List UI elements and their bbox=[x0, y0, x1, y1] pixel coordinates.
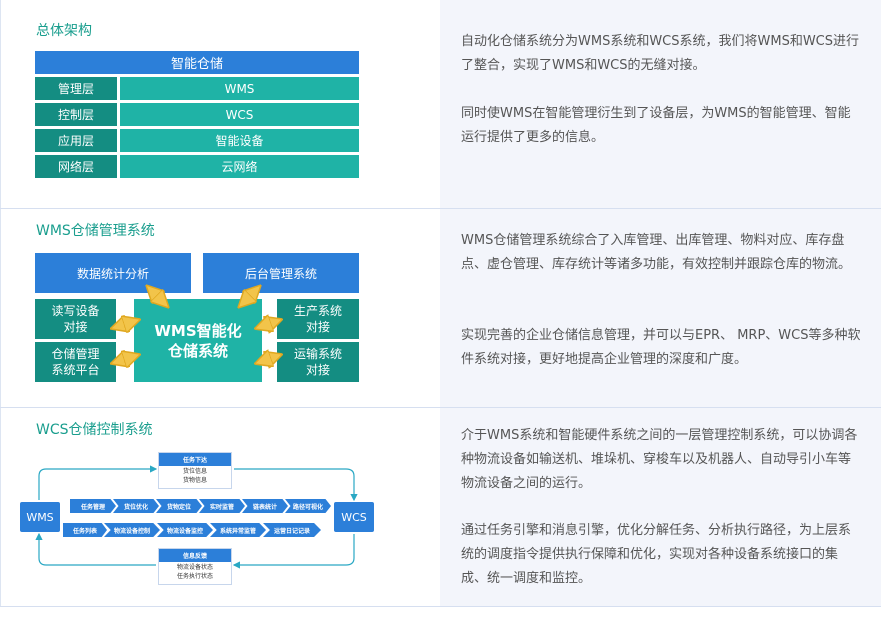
layer-value: 智能设备 bbox=[120, 129, 359, 152]
flow-line bbox=[38, 465, 158, 500]
card-line: 货物信息 bbox=[182, 477, 207, 484]
wms-node: WMS bbox=[20, 502, 60, 532]
card-header: 任务下达 bbox=[159, 453, 231, 466]
top-layer-box: 智能仓储 bbox=[35, 51, 359, 74]
arrow bbox=[257, 355, 280, 363]
flow-line bbox=[232, 534, 355, 569]
section-wcs-text: 介于WMS系统和智能硬件系统之间的一层管理控制系统，可以协调各种物流设备如输送机… bbox=[440, 408, 881, 606]
section-wms: WMS仓储管理系统 数据统计分析 后台管理系统 读写设备 对接 仓储管理 系统平… bbox=[0, 209, 881, 407]
paragraph: 通过任务引擎和消息引擎，优化分解任务、分析执行路径，为上层系统的调度指令提供执行… bbox=[461, 523, 852, 586]
arrow bbox=[148, 287, 167, 306]
paragraph: 同时使WMS在智能管理衍生到了设备层，为WMS的智能管理、智能运行提供了更多的信… bbox=[461, 106, 851, 145]
layer-value: 云网络 bbox=[120, 155, 359, 178]
process-step: 货物定位 bbox=[156, 499, 202, 513]
data-stats-box: 数据统计分析 bbox=[35, 253, 191, 293]
layer-label: 网络层 bbox=[35, 155, 117, 178]
section-wms-text: WMS仓储管理系统综合了入库管理、出库管理、物料对应、库存盘点、虚仓管理、库存统… bbox=[440, 209, 881, 407]
layer-value: WCS bbox=[120, 103, 359, 126]
arrow bbox=[240, 287, 259, 306]
card-line: 货位信息 bbox=[182, 468, 207, 475]
section-wms-diagram: WMS仓储管理系统 数据统计分析 后台管理系统 读写设备 对接 仓储管理 系统平… bbox=[0, 209, 440, 407]
process-step: 链表统计 bbox=[242, 499, 288, 513]
paragraph: WMS仓储管理系统综合了入库管理、出库管理、物料对应、库存盘点、虚仓管理、库存统… bbox=[461, 233, 852, 272]
wcs-node: WCS bbox=[334, 502, 374, 532]
backend-admin-box: 后台管理系统 bbox=[203, 253, 359, 293]
section-wcs: WCS仓储控制系统 WMS WCS 任务下达 货位信息 货物信息 信息反馈 物流 bbox=[0, 408, 881, 606]
section-wcs-diagram: WCS仓储控制系统 WMS WCS 任务下达 货位信息 货物信息 信息反馈 物流 bbox=[0, 408, 440, 606]
process-step: 货位优化 bbox=[113, 499, 159, 513]
paragraph: 实现完善的企业仓储信息管理，并可以与EPR、 MRP、WCS等多种软件系统对接，… bbox=[461, 328, 861, 367]
layer-label: 管理层 bbox=[35, 77, 117, 100]
layer-label: 应用层 bbox=[35, 129, 117, 152]
task-dispatch-card: 任务下达 货位信息 货物信息 bbox=[158, 452, 232, 489]
feedback-card: 信息反馈 物流设备状态 任务执行状态 bbox=[158, 548, 232, 585]
flow-line bbox=[234, 468, 358, 502]
section-architecture-text: 自动化仓储系统分为WMS系统和WCS系统，我们将WMS和WCS进行了整合，实现了… bbox=[440, 0, 881, 208]
process-step: 路径可视化 bbox=[285, 499, 331, 513]
divider bbox=[0, 606, 881, 607]
section-title: 总体架构 bbox=[36, 23, 92, 39]
arrow bbox=[257, 320, 280, 328]
divider bbox=[0, 208, 881, 209]
layer-label: 控制层 bbox=[35, 103, 117, 126]
section-architecture: 总体架构 智能仓储 管理层 WMS 控制层 WCS 应用层 智能设备 网络层 云… bbox=[0, 0, 881, 208]
card-line: 物流设备状态 bbox=[176, 564, 213, 571]
connector-arrows bbox=[1, 209, 441, 407]
production-system-box: 生产系统 对接 bbox=[277, 299, 359, 339]
arrow bbox=[113, 355, 138, 363]
section-title: WMS仓储管理系统 bbox=[36, 223, 155, 239]
wms-platform-box: 仓储管理 系统平台 bbox=[35, 342, 116, 382]
process-step: 任务管理 bbox=[70, 499, 116, 513]
card-header: 信息反馈 bbox=[159, 549, 231, 562]
rw-device-box: 读写设备 对接 bbox=[35, 299, 116, 339]
section-architecture-diagram: 总体架构 智能仓储 管理层 WMS 控制层 WCS 应用层 智能设备 网络层 云… bbox=[0, 0, 440, 208]
process-step: 系统异常监管 bbox=[210, 523, 266, 537]
paragraph: 介于WMS系统和智能硬件系统之间的一层管理控制系统，可以协调各种物流设备如输送机… bbox=[461, 428, 858, 491]
transport-system-box: 运输系统 对接 bbox=[277, 342, 359, 382]
card-line: 任务执行状态 bbox=[176, 573, 213, 580]
process-step: 物流设备控制 bbox=[104, 523, 160, 537]
flow-loop bbox=[35, 465, 358, 569]
process-step: 物流设备监控 bbox=[157, 523, 213, 537]
wms-center-box: WMS智能化 仓储系统 bbox=[134, 299, 262, 382]
paragraph: 自动化仓储系统分为WMS系统和WCS系统，我们将WMS和WCS进行了整合，实现了… bbox=[461, 34, 860, 73]
divider bbox=[0, 407, 881, 408]
process-step: 任务列表 bbox=[63, 523, 107, 537]
layer-value: WMS bbox=[120, 77, 359, 100]
process-step: 实时监管 bbox=[199, 499, 245, 513]
section-title: WCS仓储控制系统 bbox=[36, 422, 153, 438]
arrow bbox=[113, 320, 138, 328]
process-step: 运营日记记录 bbox=[263, 523, 321, 537]
flow-line bbox=[35, 532, 156, 566]
